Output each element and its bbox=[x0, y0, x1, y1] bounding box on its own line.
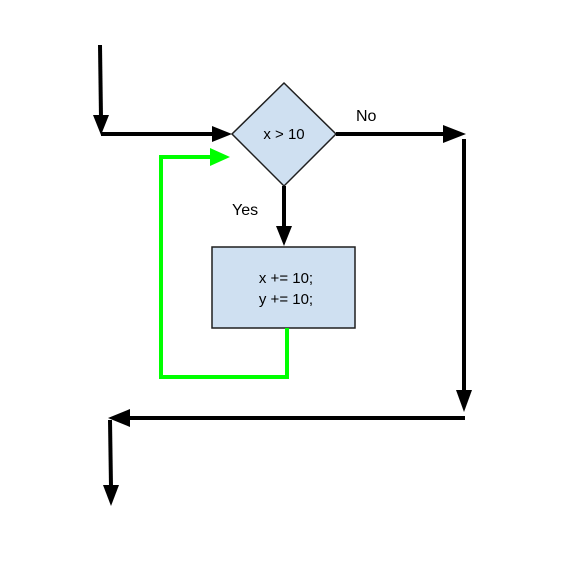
no-branch-arrow bbox=[336, 125, 466, 143]
process-node: x += 10; y += 10; bbox=[211, 246, 356, 329]
edge-label-no: No bbox=[356, 108, 377, 125]
entry-arrow bbox=[93, 44, 109, 135]
decision-text: x > 10 bbox=[263, 126, 304, 143]
exit-path-right bbox=[456, 139, 472, 412]
exit-arrow bbox=[103, 419, 119, 506]
edge-label-yes: Yes bbox=[232, 202, 258, 219]
process-line-2: y += 10; bbox=[259, 291, 313, 308]
decision-node: x > 10 bbox=[230, 81, 338, 188]
exit-path-bottom bbox=[108, 409, 465, 427]
arrow-into-decision bbox=[101, 126, 232, 142]
process-line-1: x += 10; bbox=[259, 270, 313, 287]
process-box bbox=[211, 246, 356, 329]
yes-branch-arrow bbox=[276, 186, 292, 246]
loop-back-arrow bbox=[159, 148, 289, 379]
